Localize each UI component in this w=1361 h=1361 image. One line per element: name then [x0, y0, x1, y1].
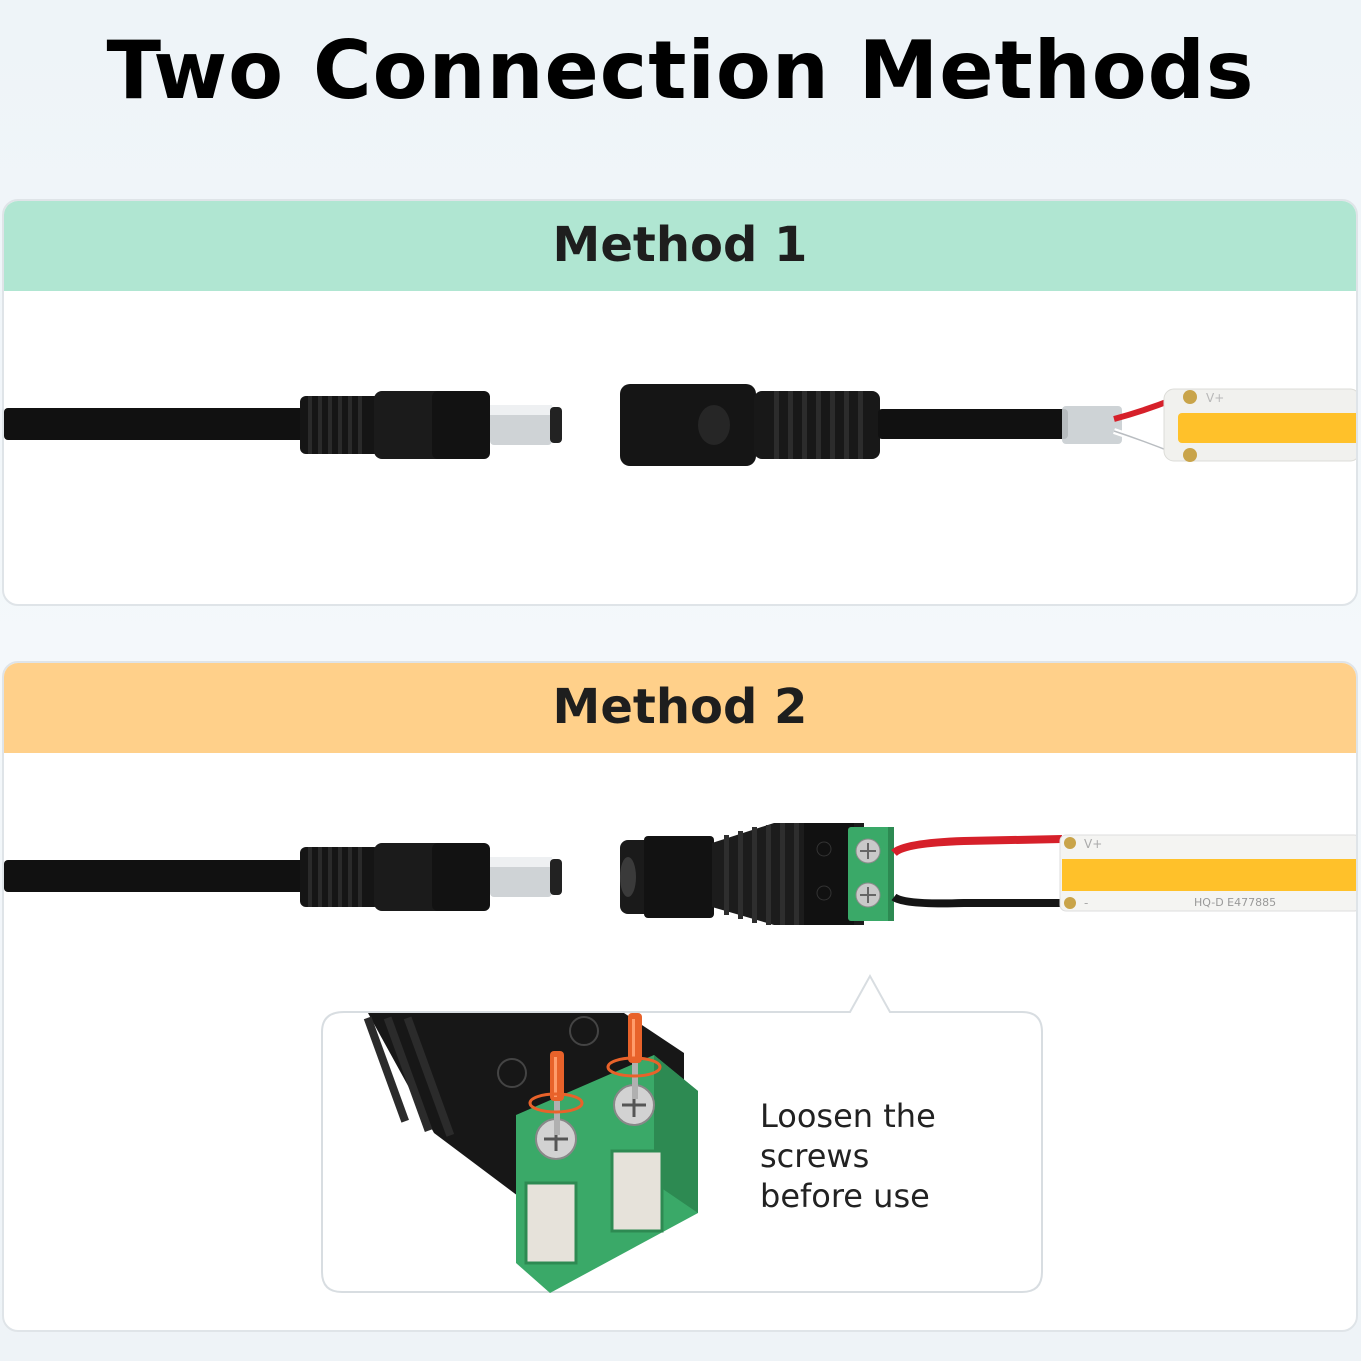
tip-text: Loosen the screws before use — [760, 1097, 936, 1215]
dc-female-jack-icon — [620, 384, 1068, 466]
led-strip-icon: V+ - HQ-D E477885 — [1059, 834, 1356, 912]
method-1-panel: Method 1 — [2, 199, 1358, 606]
dc-male-plug-icon — [4, 391, 562, 459]
strip-vplus-label: V+ — [1084, 837, 1102, 851]
method-1-illustration: V+ — [4, 384, 1356, 466]
strip-marking: HQ-D E477885 — [1194, 896, 1276, 909]
strip-vplus-label: V+ — [1206, 391, 1224, 405]
screwdriver-icon — [528, 1013, 662, 1135]
method-2-panel: Method 2 — [2, 661, 1358, 1332]
led-strip-icon: V+ — [1062, 388, 1356, 462]
method-1-header: Method 1 — [4, 201, 1356, 291]
dc-male-plug-icon — [4, 843, 562, 911]
strip-minus-label: - — [1084, 896, 1088, 910]
screw-terminal-adapter-icon — [620, 823, 894, 925]
zoomed-terminal-adapter-icon — [363, 1013, 698, 1293]
method-2-header: Method 2 — [4, 663, 1356, 753]
method-2-illustration: V+ - HQ-D E477885 — [4, 823, 1356, 1293]
page-title: Two Connection Methods — [106, 24, 1255, 117]
